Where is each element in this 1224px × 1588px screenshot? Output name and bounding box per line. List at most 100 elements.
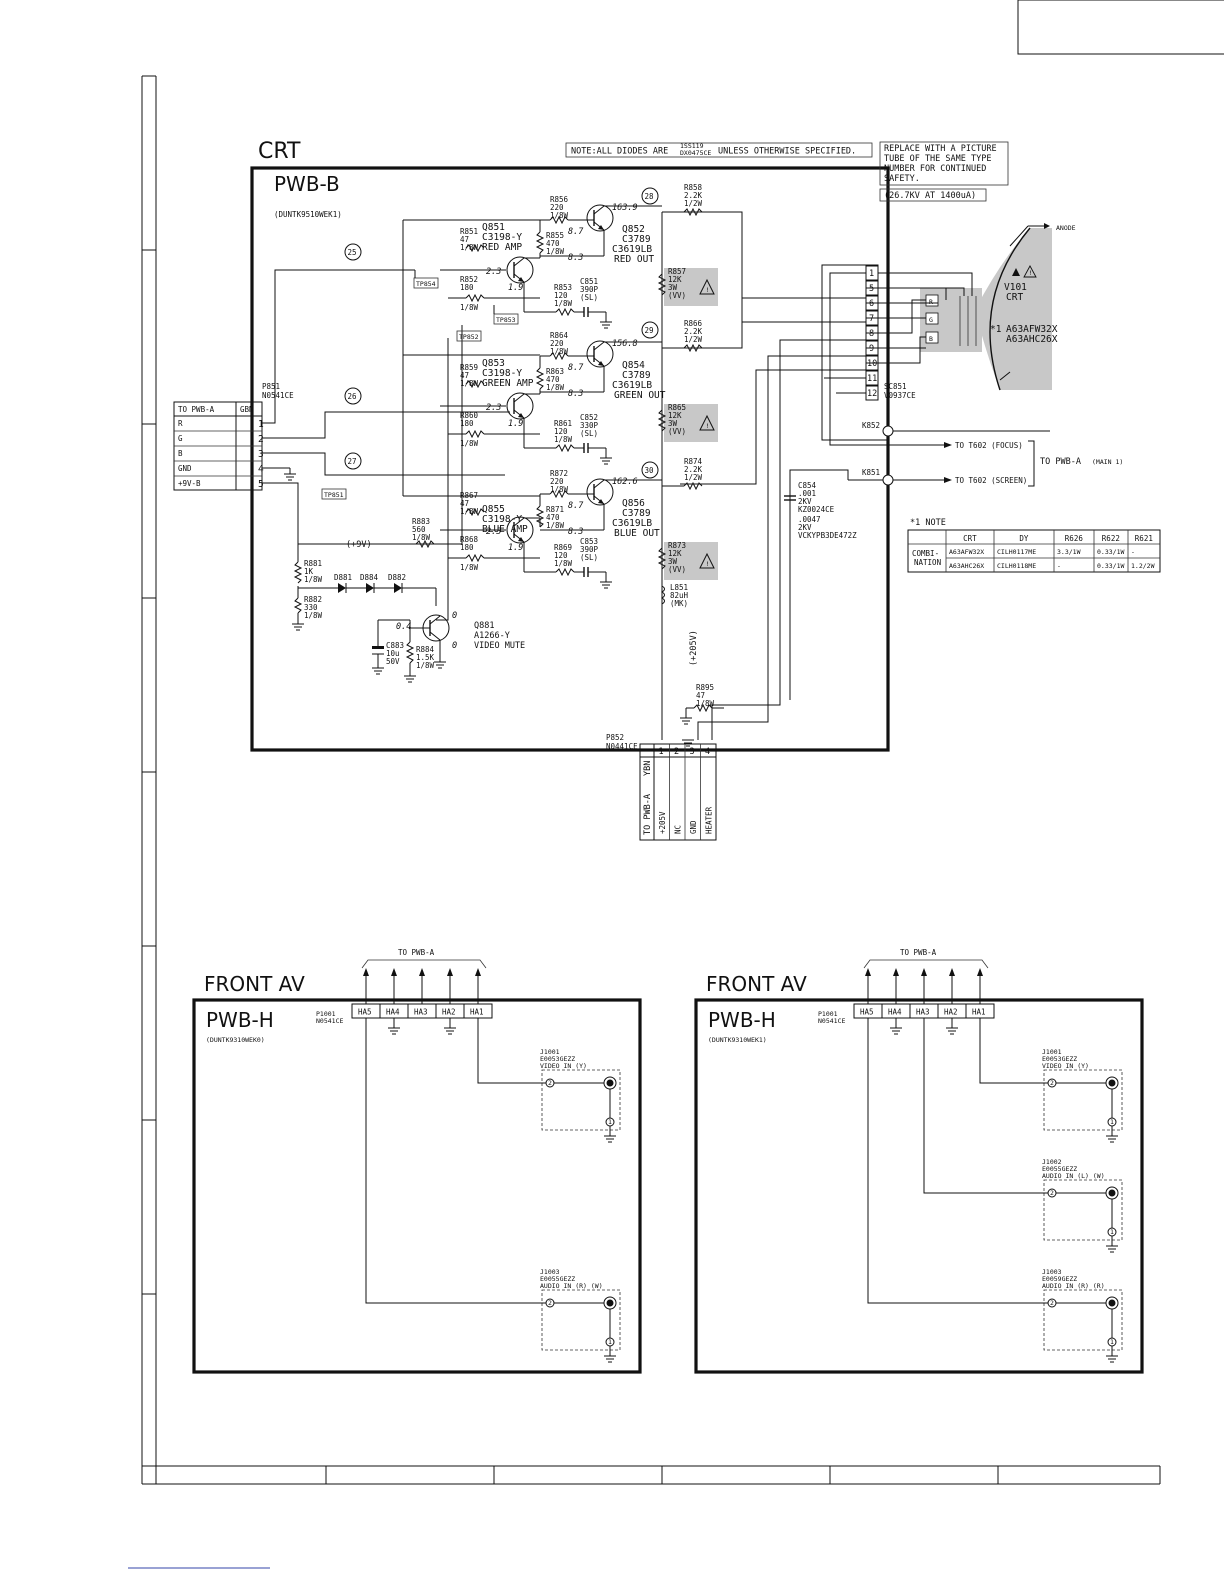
p851-signal: +9V-B (178, 479, 201, 488)
r-em-ref: R869 (554, 543, 572, 552)
v-out-base: 8.7 (568, 227, 584, 237)
p852-pin: 2 (674, 747, 679, 757)
jack-outline (1043, 1289, 1123, 1351)
r-fb-val: 180 (460, 283, 474, 292)
arrow-icon (363, 968, 369, 976)
r-em-w: 1/8W (554, 299, 573, 308)
q-out-part2: C3619LB (612, 518, 652, 529)
p1001-pin: HA5 (860, 1008, 874, 1017)
p851-signal: R (178, 419, 183, 428)
r895-ref: R895 (696, 683, 714, 692)
r-em-val: 120 (554, 291, 568, 300)
r-base-ref: R859 (460, 363, 478, 372)
tp851: TP851 (324, 491, 344, 499)
diode-d881 (338, 583, 347, 593)
r-fb-w: 1/8W (460, 563, 479, 572)
p851-pin: 2 (258, 434, 264, 445)
r-crt-shade (664, 404, 718, 442)
r-crt-w: 3W (668, 557, 678, 566)
v-out-coll: 163.9 (612, 203, 638, 213)
r-coll-val: 220 (550, 203, 564, 212)
board-wiring: (+9V) (+205V) (262, 211, 866, 740)
r884-val: 1.5K (416, 653, 435, 662)
c0047-val: .0047 (798, 515, 821, 524)
diode-note-part-top: 1SS119 (680, 142, 704, 150)
p1001-pin: HA3 (916, 1008, 930, 1017)
jack-ref: J1002 (1042, 1158, 1062, 1166)
jack-part: E0055GEZZ (1042, 1165, 1077, 1173)
pwb-h-title: PWB-H (708, 1008, 776, 1032)
note-table-cell: A63AFW32X (949, 548, 984, 556)
p851-pin: 5 (258, 479, 264, 490)
p1001-part: N0541CE (316, 1017, 343, 1025)
v-out-em: 8.3 (568, 527, 583, 537)
svg-text:27: 27 (348, 457, 357, 466)
jack-ref: J1001 (540, 1048, 560, 1056)
r-mid-val: 470 (546, 513, 560, 522)
r882-w: 1/8W (304, 611, 323, 620)
anode-label: ANODE (1056, 224, 1076, 232)
r-mid-val: 470 (546, 239, 560, 248)
r-out-w: 1/2W (684, 199, 703, 208)
front-av-title: FRONT AV (706, 972, 807, 996)
p1001-pin: HA2 (442, 1008, 456, 1017)
c883-v: 50V (386, 657, 400, 666)
jack-outline (541, 1069, 621, 1131)
crt-label: CRT (1006, 292, 1023, 303)
r-coll-val: 220 (550, 477, 564, 486)
socket-pin-label: 12 (867, 389, 877, 399)
jack-part: E0055GEZZ (540, 1275, 575, 1283)
svg-text:25: 25 (348, 248, 357, 257)
crt-model-2: A63AHC26X (1006, 334, 1058, 345)
r-fb-val: 180 (460, 419, 474, 428)
r-crt-note: (VV) (668, 427, 686, 436)
r-coll-ref: R864 (550, 331, 569, 340)
r883-ref: R883 (412, 517, 430, 526)
note-table-cell: 1.2/2W (1131, 562, 1155, 570)
q-amp-part: C3198-Y (482, 514, 522, 525)
to-main-sub: (MAIN 1) (1092, 458, 1123, 466)
diode-note-tail: UNLESS OTHERWISE SPECIFIED. (718, 147, 856, 157)
v-out-base: 8.7 (568, 501, 584, 511)
r-base-val: 47 (460, 371, 469, 380)
arrow-icon (949, 968, 955, 976)
v-amp-em: 1.9 (508, 419, 523, 429)
c-em-ref: C853 (580, 537, 598, 546)
r-fb-val: 180 (460, 543, 474, 552)
to-screen: TO T602 (SCREEN) (955, 476, 1027, 485)
r-coll-ref: R872 (550, 469, 568, 478)
jack-pin-label: 2 (1050, 1079, 1054, 1087)
warning-mark: ! (706, 560, 710, 568)
q-amp-ref: Q853 (482, 358, 505, 369)
p852-signal: NC (674, 825, 683, 834)
socket-wiring: K852 TO T602 (FOCUS) K851 TO T602 (SCREE… (821, 264, 1123, 487)
svg-text:29: 29 (645, 326, 654, 335)
q-out-ref: Q854 (622, 360, 645, 371)
q-amp-part: C3198-Y (482, 368, 522, 379)
socket-pin-label: 5 (869, 284, 874, 294)
r882-val: 330 (304, 603, 318, 612)
r-crt-w: 3W (668, 419, 678, 428)
r-mid-w: 1/8W (546, 247, 565, 256)
q-out-part2: C3619LB (612, 244, 652, 255)
q881-v-em: 0 (452, 641, 457, 651)
pwb-h-title: PWB-H (206, 1008, 274, 1032)
r-fb-ref: R852 (460, 275, 478, 284)
k852-label: K852 (862, 421, 880, 430)
warning-mark: ! (706, 422, 710, 430)
marker-28: 28 (641, 187, 659, 205)
socket-pin-label: 1 (869, 269, 874, 279)
jack-outline (1043, 1069, 1123, 1131)
v-amp-base: 2.3 (486, 403, 501, 413)
diode-note-part-bottom: DX0475CE (680, 149, 711, 157)
svg-text:28: 28 (645, 192, 655, 201)
page-frame (128, 0, 1224, 1569)
pwb-h-code: (DUNTK9310WEK1) (708, 1036, 767, 1044)
jack-part: E0059GEZZ (1042, 1275, 1077, 1283)
v-amp-base: 2.3 (486, 527, 501, 537)
arrow-icon (391, 968, 397, 976)
q-out-part: C3789 (622, 234, 651, 245)
r-em-w: 1/8W (554, 435, 573, 444)
